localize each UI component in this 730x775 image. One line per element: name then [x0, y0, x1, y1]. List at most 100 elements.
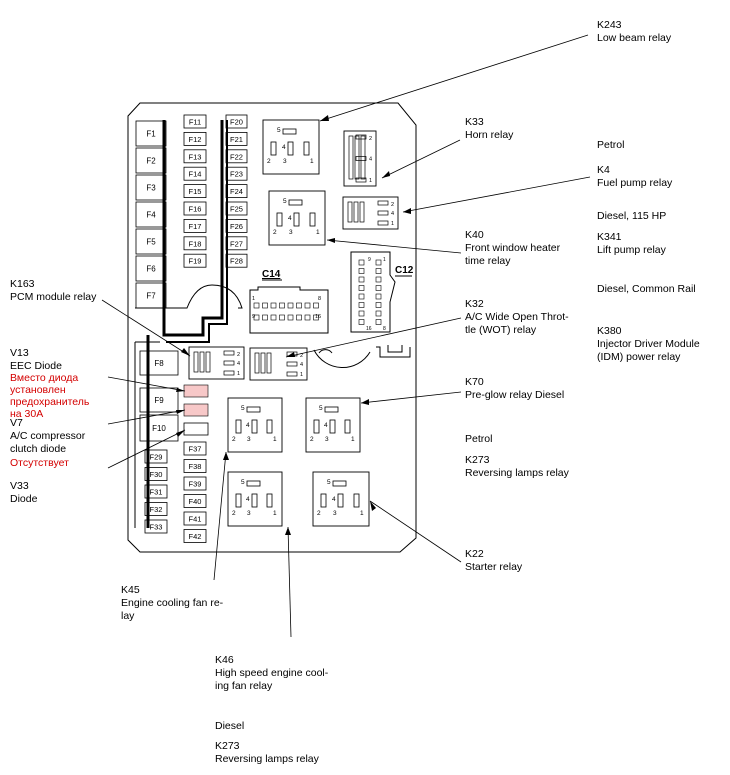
fuse-f13: F13 [183, 149, 207, 164]
c12-pin [375, 276, 382, 283]
fuse-f1-label: F1 [146, 130, 156, 139]
relay-k32-blade-c [286, 371, 298, 377]
fuse-f1-body [135, 120, 167, 147]
fuse-f8: F8 [139, 350, 179, 376]
fuse-f22: F22 [225, 149, 248, 164]
c14-pin [262, 302, 268, 309]
relay-k46-pin2 [235, 493, 242, 508]
relay-k70-num2: 2 [310, 436, 314, 443]
c12-pin [375, 285, 382, 291]
relay-k45-k70-pin5 [246, 406, 261, 413]
relay-k32-body [249, 347, 308, 381]
relay-k22-num2: 2 [317, 510, 321, 517]
c14-pin [287, 314, 294, 321]
fuse-f42: F42 [183, 529, 207, 543]
c14-pin-num-8: 8 [318, 296, 321, 302]
relay-k32-num4: 4 [300, 362, 303, 368]
relay-k33-blade-c [355, 177, 367, 183]
arrow-heads [176, 115, 411, 535]
c14-label: C14 [262, 269, 281, 280]
relay-k4-k341-blade-1 [353, 201, 359, 223]
c12-pin [375, 310, 382, 317]
fuse-f25-label: F25 [230, 205, 243, 214]
relay-k163-blade-c [223, 370, 235, 376]
relay-k46-pin5 [246, 480, 261, 487]
c14-pin [287, 302, 294, 309]
fuse-f14-body [183, 166, 207, 181]
fuse-f16: F16 [183, 201, 207, 216]
c14-pin [279, 314, 285, 321]
relay-k4-k341-blade-c [377, 220, 389, 226]
c14-pin [313, 314, 319, 321]
fuse-f41-body [183, 511, 207, 526]
relay-k45-k70-num5: 5 [241, 405, 245, 412]
c14-pin [253, 302, 260, 309]
relay-k4-k341-blade-b [377, 210, 389, 216]
fuse-f8-body [139, 350, 179, 376]
relay-k243-pin1 [303, 141, 310, 156]
fuse-f12-label: F12 [189, 135, 202, 144]
fuse-f29-body [144, 449, 168, 464]
relay-k163-blade-1 [199, 351, 205, 373]
relay-k46-num5: 5 [241, 479, 245, 486]
relay-k22-pin3 [337, 493, 344, 508]
c14-pin [296, 314, 302, 321]
c12-pin [375, 319, 382, 325]
c12-pin [358, 310, 365, 317]
fuse-f32-label: F32 [150, 505, 163, 514]
fuse-f22-label: F22 [230, 152, 243, 161]
relay-k243-num4: 4 [282, 144, 286, 151]
fuse-f2-body [135, 147, 167, 174]
relay-k22-pin2 [320, 493, 327, 508]
c12-pin [375, 259, 382, 266]
connector-c14: C14 [249, 269, 329, 334]
relay-k45-k70-num2: 2 [232, 436, 236, 443]
fuse-f5: F5 [135, 228, 167, 255]
relay-k32-blade-1 [260, 352, 266, 374]
fuse-f23-label: F23 [230, 170, 243, 179]
label-diesel-2: Diesel [215, 720, 245, 732]
fuse-f7-body [135, 282, 167, 309]
fuse-f41-label: F41 [189, 515, 202, 524]
c12-pin [358, 319, 365, 325]
fuse-f37-label: F37 [189, 445, 202, 454]
fuse-f31: F31 [144, 484, 168, 499]
fuse-f19: F19 [183, 253, 207, 268]
fuse-f27: F27 [225, 236, 248, 251]
relay-k33-num1: 1 [369, 178, 372, 184]
diode-v7-fuse [183, 403, 209, 417]
relay-k4-k341-blade-0 [347, 201, 353, 223]
fuse-f5-label: F5 [146, 238, 156, 247]
relay-k40-num4: 4 [288, 215, 292, 222]
relay-k32: 241 [249, 347, 308, 381]
relay-k70-pin1 [344, 419, 351, 434]
fuse-f15-body [183, 184, 207, 199]
fuse-f32-body [144, 502, 168, 516]
fuse-f16-body [183, 201, 207, 216]
fuse-f4-label: F4 [146, 211, 156, 220]
fuse-f25: F25 [225, 201, 248, 216]
fuse-f27-label: F27 [230, 239, 243, 248]
label-diesel-115: Diesel, 115 HP [597, 210, 667, 222]
fuse-f38-body [183, 459, 207, 473]
c12-pin [358, 293, 365, 300]
relay-k45-k70-pin3 [251, 419, 258, 434]
fuse-f20-label: F20 [230, 118, 243, 127]
fuse-f6: F6 [135, 255, 167, 282]
c14-pin [313, 302, 319, 309]
relay-k4-k341-blade-a [377, 200, 389, 206]
fuse-f15-label: F15 [189, 187, 202, 196]
c12-pin [358, 276, 365, 283]
relay-k243-num2: 2 [267, 158, 271, 165]
fuse-f5-body [135, 228, 167, 255]
c12-pin [375, 268, 382, 274]
relay-k4-k341-num2: 2 [391, 202, 394, 208]
